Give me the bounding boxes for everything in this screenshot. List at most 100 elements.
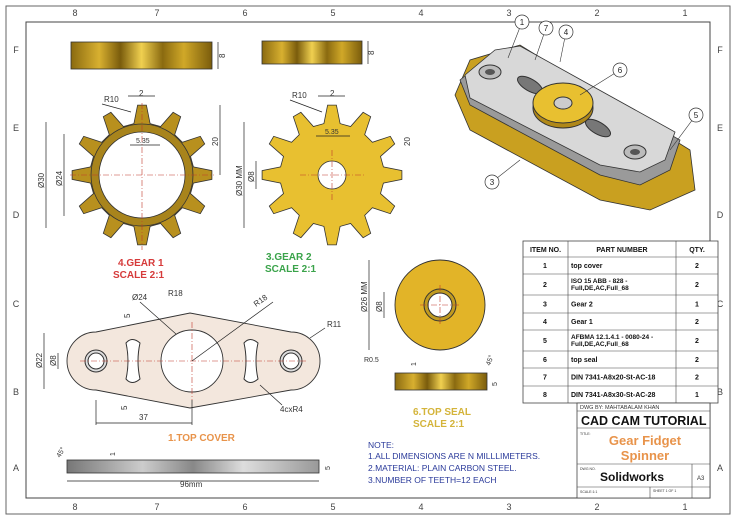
bom-qty: 2 [695,319,699,326]
gear1-outer-dim: Ø30 [37,172,46,188]
drawn-by: DWG BY: MAHTABALAM KHAN [580,405,659,411]
balloon [484,174,500,190]
column-label: 3 [506,8,511,18]
gear2-scale: SCALE 2:1 [265,264,317,275]
balloon [514,14,530,30]
gear1-pitch-dim: 5.35 [136,138,150,145]
top-cover-r11-dim: R11 [327,320,342,329]
gear2-side-view [261,40,363,65]
top-cover-slot-width-top: 5 [123,313,132,318]
outer-border [5,5,731,515]
row-label: B [13,387,19,397]
bom-row: 5 2 AFBMA 12.1.4.1 - 0080-24 -Full,DE,AC,F… [543,334,699,348]
balloon [538,20,554,36]
top-seal-bore-dim: Ø8 [375,301,384,312]
balloon-number: 1 [520,18,525,27]
row-label: F [717,45,723,55]
bom-part: Gear 2 [571,302,593,309]
bom-qty: 2 [695,338,699,345]
gear1-thickness-dim: 8 [218,53,227,58]
sheet-label: SHEET 1 OF 1 [653,489,676,493]
bom-qty: 1 [695,392,699,399]
bom-item: 7 [543,375,547,382]
bom-item: 2 [543,282,547,289]
column-label: 2 [594,502,599,512]
balloon-number: 5 [694,111,699,120]
gear2-height-dim: 20 [403,137,412,146]
gear1-scale: SCALE 2:1 [113,270,165,281]
note-line: 2.MATERIAL: PLAIN CARBON STEEL. [368,463,517,473]
sheet-size: A3 [697,476,705,482]
top-cover-chamfer-dim: 45° [55,446,67,459]
bom-row: 7 2 DIN 7341-A8x20-St-AC-18 [543,375,699,382]
balloon-number: 4 [564,28,569,37]
column-label: 5 [330,502,335,512]
title-label: TITLE: [580,432,591,436]
bom-part: AFBMA 12.1.4.1 - 0080-24 -Full,DE,AC,Ful… [571,334,653,348]
bom-part: top seal [571,357,598,364]
balloon [558,24,574,40]
bom-item: 5 [543,338,547,345]
balloon-number: 6 [618,66,623,75]
bom-row: 3 1 Gear 2 [543,302,699,309]
bom-item: 6 [543,357,547,364]
top-seal-t1-dim: 1 [411,362,418,366]
column-label: 1 [682,8,687,18]
row-label: E [717,123,723,133]
top-seal-chamfer-dim: 45° [484,354,495,367]
bom-header: PART NUMBER [596,247,647,254]
top-cover-length-dim: 37 [139,413,148,422]
top-seal-radius-dim: R0.5 [364,357,379,364]
bom-qty: 2 [695,375,699,382]
row-label: B [717,387,723,397]
balloon [612,62,628,78]
note-line: 3.NUMBER OF TEETH=12 EACH [368,475,497,485]
bom-qty: 2 [695,282,699,289]
bom-part: Gear 1 [571,319,593,326]
column-label: 3 [506,502,511,512]
balloon [688,107,704,123]
bom-part: ISO 15 ABB - 828 -Full,DE,AC,Full_68 [571,278,629,292]
column-label: 1 [682,502,687,512]
column-label: 4 [418,8,423,18]
top-seal-scale: SCALE 2:1 [413,419,465,430]
top-cover-total-length-dim: 96mm [180,480,203,489]
row-label: D [13,210,20,220]
gear1-inner-dim: Ø24 [55,170,64,186]
bom-qty: 2 [695,357,699,364]
gear2-radius-dim: R10 [292,91,307,100]
column-label: 4 [418,502,423,512]
bom-qty: 1 [695,302,699,309]
top-cover-t5-dim: 5 [325,466,332,470]
column-label: 7 [154,502,159,512]
bom-header: QTY. [689,247,705,254]
row-label: D [717,210,724,220]
bom-item: 3 [543,302,547,309]
gear1-height-dim: 20 [211,137,220,146]
top-cover-d22-dim: Ø22 [35,352,44,368]
dwg-no: Solidworks [600,470,664,484]
bom-item: 1 [543,263,547,270]
column-label: 7 [154,8,159,18]
bom-part: top cover [571,263,603,270]
top-seal-title: 6.TOP SEAL [413,407,471,418]
row-label: A [13,463,19,473]
gear2-thickness-dim: 8 [367,50,376,55]
top-cover-side-view [66,459,320,474]
row-label: C [13,299,20,309]
row-label: E [13,123,19,133]
note-line: 1.ALL DIMENSIONS ARE N MILLLIMETERS. [368,451,540,461]
bom-header: ITEM NO. [530,247,561,254]
row-label: F [13,45,19,55]
bom-item: 8 [543,392,547,399]
balloon-number: 7 [544,24,549,33]
bom-part: DIN 7341-A8x20-St-AC-18 [571,375,656,382]
scale-label: SCALE:1:1 [580,490,597,494]
bom-qty: 2 [695,263,699,270]
column-label: 8 [72,502,77,512]
gear1-radius-dim: R10 [104,95,119,104]
